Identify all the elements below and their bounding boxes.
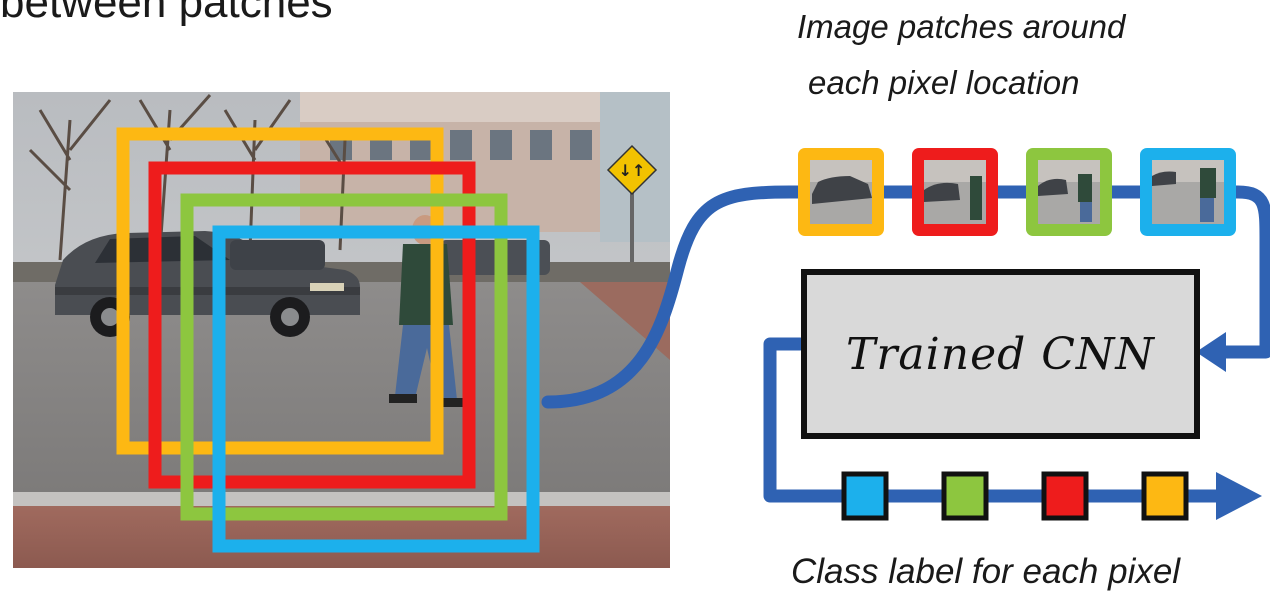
svg-text:↓↑: ↓↑ [619,161,646,180]
patch-box-orange [116,127,444,455]
output-caption: Class label for each pixel [791,552,1181,591]
flow-arrowhead-cnn-input [1196,332,1226,372]
patch-box-blue [212,225,540,553]
output-label-orange [1141,471,1189,521]
flow-path [541,185,1270,503]
extracted-patches [798,148,1236,236]
patch-boxes [116,127,540,553]
patch-box-green [180,193,508,521]
extracted-patch-blue [1140,148,1236,236]
extracted-patch-green [1026,148,1112,236]
slide-title: between patches [0,0,333,27]
output-label-blue [841,471,889,521]
patch-box-red [148,161,476,489]
flow-arrowhead-output [1216,472,1262,520]
patches-caption-line-2: each pixel location [808,64,1080,101]
extracted-patch-orange [798,148,884,236]
patches-caption-line-1: Image patches around [797,8,1126,45]
cnn-box [801,269,1200,439]
output-label-green [941,471,989,521]
output-label-red [1041,471,1089,521]
extracted-patch-red [912,148,998,236]
output-labels [841,471,1189,521]
